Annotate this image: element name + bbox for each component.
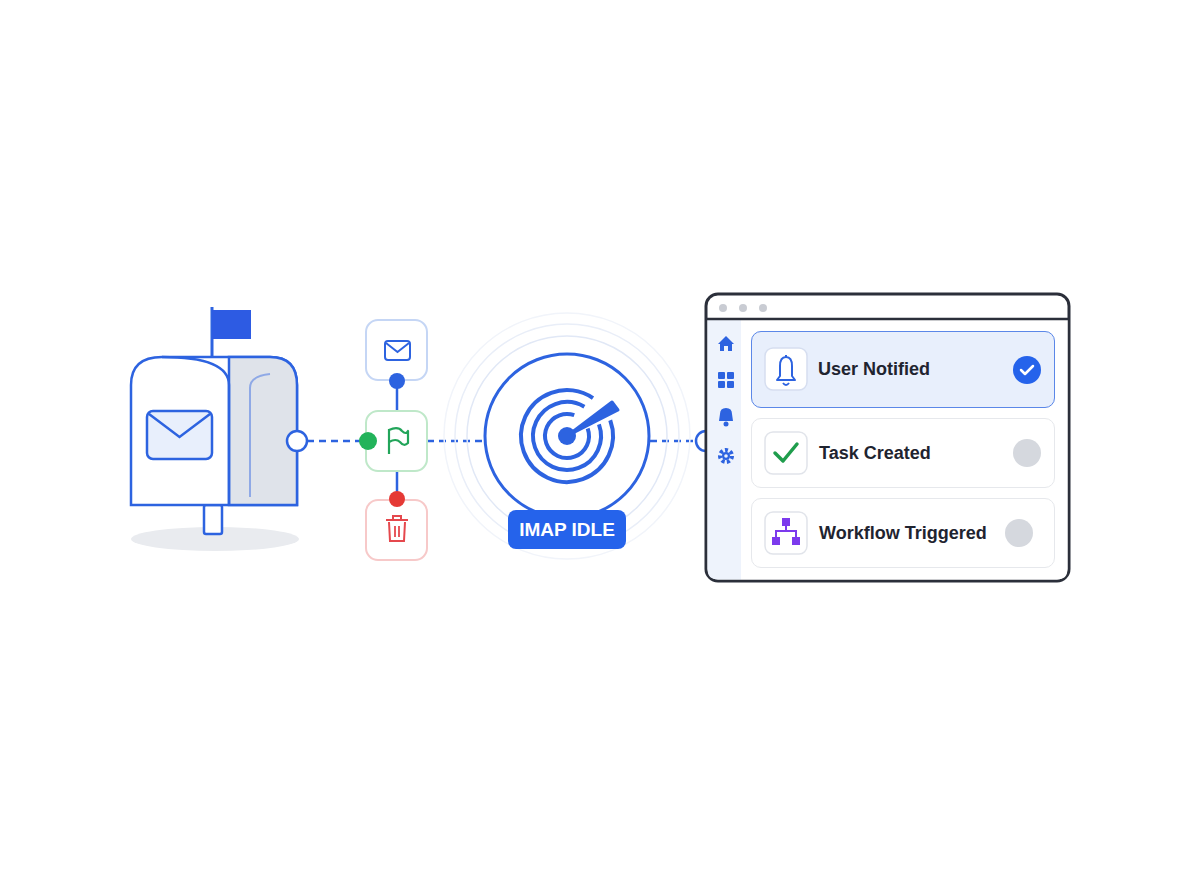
card-title: Task Created bbox=[819, 443, 931, 464]
event-card: Task Created bbox=[751, 418, 1055, 488]
radar bbox=[444, 313, 716, 559]
status-pill: IMAP IDLE bbox=[508, 510, 626, 549]
card-title: Workflow Triggered bbox=[819, 523, 987, 544]
event-card: User Notified bbox=[751, 331, 1055, 408]
card-title: User Notified bbox=[818, 359, 930, 380]
mailbox bbox=[131, 307, 299, 551]
event-stack bbox=[287, 320, 427, 560]
app-window bbox=[706, 294, 1069, 581]
event-card: Workflow Triggered bbox=[751, 498, 1055, 568]
status-label: IMAP IDLE bbox=[519, 519, 615, 541]
